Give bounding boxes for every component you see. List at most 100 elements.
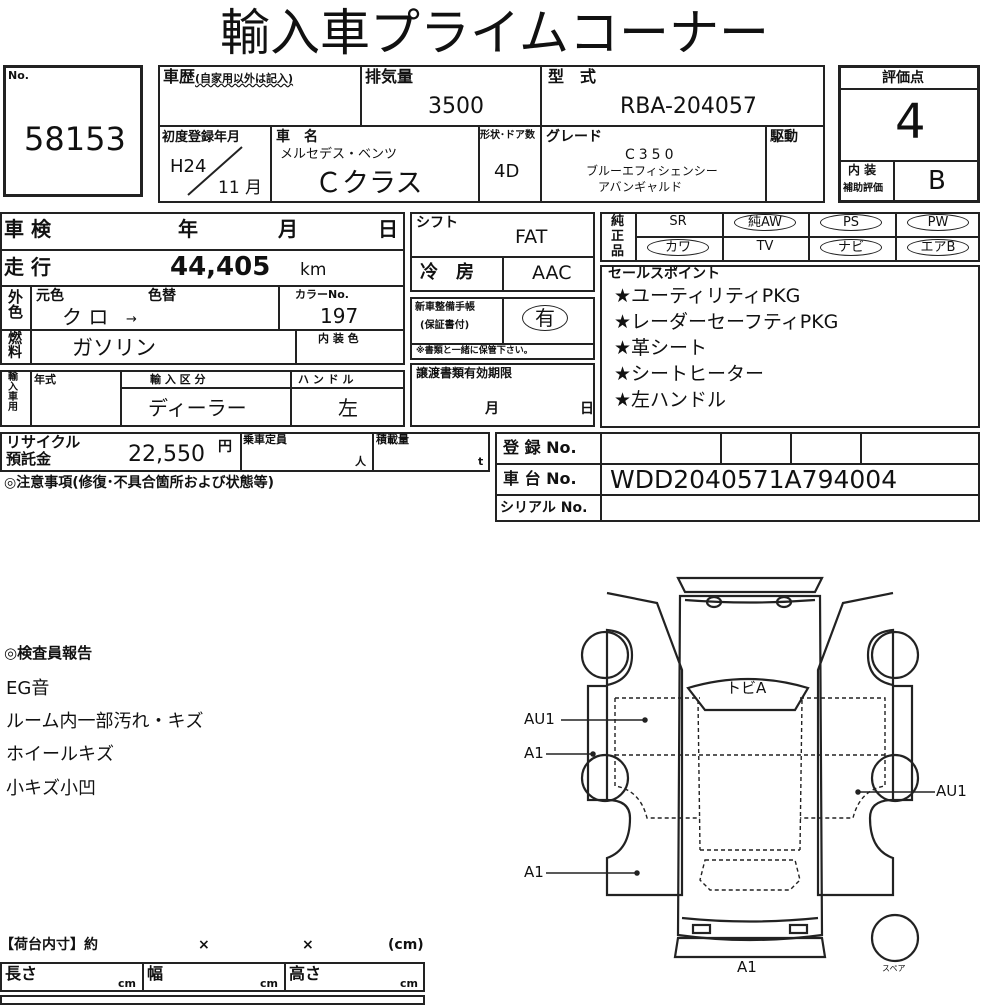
grade-label: グレード — [546, 129, 602, 145]
option-カワ: カワ — [647, 239, 709, 256]
inspection-month: 月 — [278, 217, 298, 241]
body-value: 4D — [494, 161, 520, 182]
import-box — [0, 370, 405, 427]
option-SR: SR — [669, 214, 687, 229]
body-label: 形状･ドア数 — [480, 130, 535, 141]
score-label: 評価点 — [882, 70, 924, 86]
sales-points-box: セールスポイント ★ユーティリティPKG ★レーダーセーフティPKG ★革シート… — [600, 265, 980, 428]
model-code-value: RBA-204057 — [620, 94, 757, 119]
cargo-cm: cm — [260, 977, 278, 990]
transfer-label: 譲渡書類有効期限 — [416, 366, 513, 380]
mileage-value: 44,405 — [170, 252, 271, 282]
inspector-label: ◎検査員報告 — [4, 644, 93, 662]
option-ナビ: ナビ — [820, 239, 882, 256]
interior-sub-label: 補助評価 — [843, 183, 883, 194]
import-year-label: 年式 — [34, 373, 56, 386]
color-no-label: カラーNo. — [295, 288, 349, 301]
spare-label: スペア — [882, 964, 906, 973]
color-arrow: → — [126, 312, 137, 327]
options-label: 純正品 — [611, 214, 625, 259]
sales-point-item: ★左ハンドル — [614, 389, 727, 411]
reg-no-label: 登 録 No. — [503, 438, 577, 457]
car-body-outline — [673, 576, 827, 959]
chassis-no-label: 車 台 No. — [503, 469, 577, 488]
registration-box — [495, 432, 980, 522]
mileage-label: 走 行 — [4, 255, 51, 279]
car-maker: メルセデス・ベンツ — [280, 147, 398, 162]
recycle-sublabel: 預託金 — [6, 450, 52, 468]
import-label: 輸入車用 — [8, 372, 18, 413]
left-side-panel — [580, 591, 684, 897]
car-name-label: 車 名 — [276, 129, 318, 145]
option-PS: PS — [820, 214, 882, 231]
transfer-box — [410, 363, 595, 427]
handle-label: ハ ン ド ル — [298, 373, 354, 386]
ac-value: AAC — [532, 262, 572, 284]
service-book-note: ※書類と一緒に保管下さい。 — [416, 346, 533, 356]
grade-line1: C350 — [625, 147, 678, 163]
model-code-label: 型 式 — [548, 67, 597, 86]
serial-no-label: シリアル No. — [500, 500, 588, 516]
cargo-unit: (cm) — [388, 937, 424, 953]
history-label: 車歴(自家用以外は記入) — [163, 67, 294, 86]
service-book-label: 新車整備手帳 — [415, 302, 475, 313]
load-unit: t — [478, 455, 484, 468]
cargo-length: 長さ — [5, 964, 38, 983]
page-title: 輸入車プライムコーナー — [220, 4, 769, 62]
displacement-label: 排気量 — [365, 67, 414, 86]
load-label: 積載量 — [376, 433, 409, 446]
orig-color-value: ク ロ — [62, 305, 109, 329]
sales-point-item: ★シートヒーター — [614, 363, 765, 385]
fuel-value: ガソリン — [72, 336, 156, 360]
notes-label: ◎注意事項(修復･不具合箇所および状態等) — [4, 475, 275, 491]
cargo-width: 幅 — [147, 964, 164, 983]
interior-label: 内 装 — [848, 163, 877, 177]
sales-point-item: ★ユーティリティPKG — [614, 285, 801, 307]
first-reg-month: 11 月 — [218, 178, 263, 198]
recycle-label: リサイクル — [6, 433, 81, 451]
cargo-table — [0, 962, 425, 992]
option-TV: TV — [756, 239, 774, 254]
cargo-cm: cm — [118, 977, 136, 990]
capacity-label: 乗車定員 — [243, 433, 287, 446]
first-reg-label: 初度登録年月 — [162, 130, 241, 145]
grade-line3: アバンギャルド — [598, 180, 683, 194]
sales-point-item: ★革シート — [614, 337, 708, 359]
service-book-sublabel: (保証書付) — [420, 320, 470, 331]
orig-color-label: 元色 — [36, 288, 64, 304]
sales-points-label: セールスポイント — [608, 266, 720, 282]
option-PW: PW — [907, 214, 969, 231]
recycle-value: 22,550 — [128, 442, 205, 467]
shift-label: シフト — [416, 215, 458, 231]
fuel-label: 燃料 — [8, 331, 22, 361]
inspection-year: 年 — [178, 217, 198, 241]
handle-value: 左 — [338, 396, 358, 420]
interior-score: B — [928, 166, 946, 196]
chassis-no-value: WDD2040571A794004 — [610, 465, 898, 494]
right-side-panel — [816, 591, 920, 897]
lot-label: No. — [8, 69, 29, 82]
capacity-unit: 人 — [355, 455, 366, 468]
lot-number: 58153 — [24, 120, 126, 158]
cargo-label: 【荷台内寸】約 — [0, 937, 98, 953]
detail-box — [0, 212, 405, 365]
shift-value: FAT — [515, 226, 548, 248]
sales-point-item: ★レーダーセーフティPKG — [614, 311, 839, 333]
inspection-day: 日 — [378, 217, 398, 241]
import-type-value: ディーラー — [148, 396, 247, 420]
service-book-value: 有 — [522, 305, 568, 331]
option-純AW: 純AW — [734, 214, 796, 231]
cargo-height: 高さ — [289, 964, 322, 983]
transfer-day: 日 — [580, 401, 594, 417]
cargo-times-2: × — [302, 937, 314, 953]
inspector-item: ルーム内一部汚れ・キズ — [6, 711, 204, 732]
ac-label: 冷 房 — [420, 262, 474, 283]
inspector-item: ホイールキズ — [6, 744, 114, 765]
interior-color-label: 内 装 色 — [318, 332, 359, 345]
damage-mark: A1 — [737, 958, 757, 976]
recycle-unit: 円 — [218, 439, 232, 455]
color-no-value: 197 — [320, 304, 359, 328]
exterior-label: 外色 — [8, 288, 24, 321]
score-value: 4 — [895, 94, 926, 150]
